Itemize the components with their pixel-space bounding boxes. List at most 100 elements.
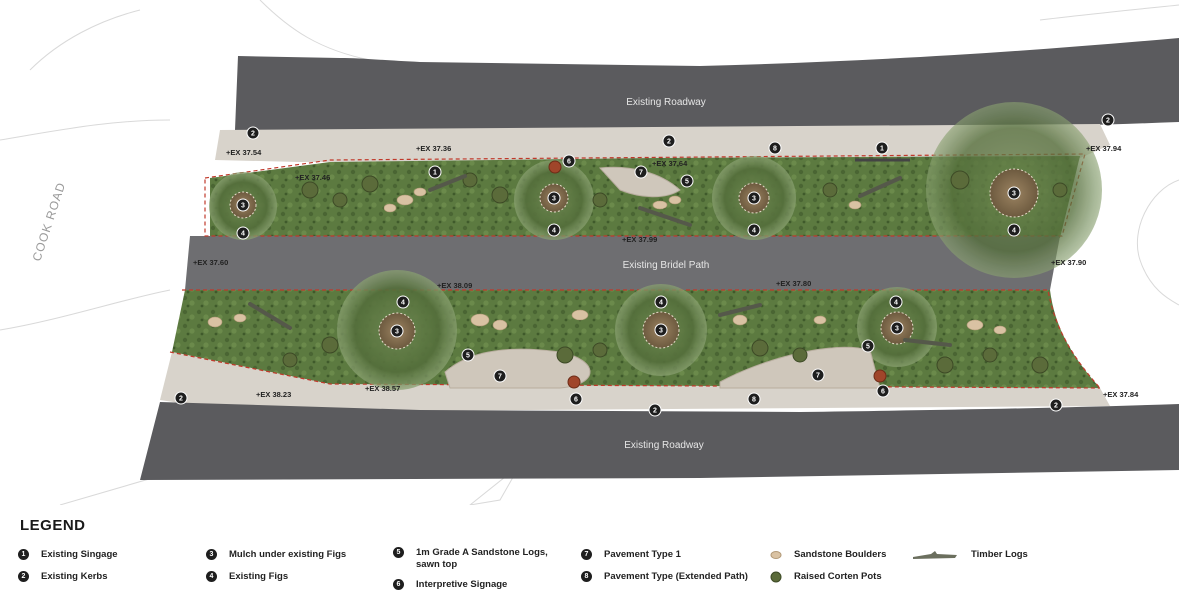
callout-6: 6 xyxy=(569,392,583,406)
svg-text:2: 2 xyxy=(1106,118,1110,125)
context-linework xyxy=(0,0,1179,505)
legend-number: 4 xyxy=(206,571,217,582)
svg-text:4: 4 xyxy=(659,300,663,307)
svg-text:3: 3 xyxy=(752,196,756,203)
callout-4: 4 xyxy=(547,223,561,237)
timber-log-swatch xyxy=(913,551,957,559)
raised-corten-pots xyxy=(282,170,1068,374)
svg-text:2: 2 xyxy=(667,139,671,146)
callout-6: 6 xyxy=(562,154,576,168)
callout-4: 4 xyxy=(1007,223,1021,237)
callout-7: 7 xyxy=(634,165,648,179)
svg-text:8: 8 xyxy=(752,397,756,404)
boundary-lines xyxy=(169,153,1101,389)
legend-title: LEGEND xyxy=(20,517,86,534)
svg-text:6: 6 xyxy=(881,389,885,396)
level-label: +EX 38.57 xyxy=(365,384,400,393)
svg-text:8: 8 xyxy=(773,146,777,153)
svg-text:3: 3 xyxy=(395,329,399,336)
svg-text:3: 3 xyxy=(895,326,899,333)
callout-7: 7 xyxy=(493,369,507,383)
callout-6: 6 xyxy=(876,384,890,398)
interpretive-signage-discs xyxy=(548,160,887,389)
callout-1: 1 xyxy=(428,165,442,179)
legend-item-2: 2 Existing Kerbs xyxy=(18,571,108,583)
callout-4: 4 xyxy=(747,223,761,237)
svg-text:2: 2 xyxy=(1054,403,1058,410)
label-roadway-top: Existing Roadway xyxy=(626,97,705,108)
legend-number: 8 xyxy=(581,571,592,582)
legend-number: 2 xyxy=(18,571,29,582)
legend: LEGEND 1 Existing Singage 2 Existing Kerbs… xyxy=(0,505,1179,594)
svg-text:6: 6 xyxy=(574,397,578,404)
sandstone-boulder-swatch xyxy=(770,551,782,559)
svg-text:4: 4 xyxy=(1012,228,1016,235)
callout-2: 2 xyxy=(174,391,188,405)
level-label: +EX 37.84 xyxy=(1103,390,1139,399)
callout-7: 7 xyxy=(811,368,825,382)
legend-item-6: 6 Interpretive Signage xyxy=(393,579,507,591)
legend-number: 6 xyxy=(393,579,404,590)
legend-label: Sandstone Boulders xyxy=(794,549,887,560)
legend-label: Existing Figs xyxy=(229,571,289,582)
callout-8: 8 xyxy=(747,392,761,406)
level-label: +EX 37.99 xyxy=(622,235,657,244)
svg-text:4: 4 xyxy=(241,231,245,238)
level-label: +EX 37.90 xyxy=(1051,258,1086,267)
callout-2: 2 xyxy=(1049,398,1063,412)
legend-label: Timber Logs xyxy=(971,549,1028,560)
spot-levels: +EX 37.54 +EX 37.36 +EX 37.64 +EX 37.94 … xyxy=(193,144,1139,399)
legend-number: 1 xyxy=(18,549,29,560)
label-roadway-bottom: Existing Roadway xyxy=(624,440,703,451)
callout-3: 3 xyxy=(390,324,404,338)
svg-text:5: 5 xyxy=(685,179,689,186)
callout-3: 3 xyxy=(1007,186,1021,200)
callout-4: 4 xyxy=(396,295,410,309)
legend-label: Existing Kerbs xyxy=(41,571,108,582)
roadway-bottom xyxy=(140,402,1179,480)
legend-number: 5 xyxy=(393,547,404,558)
legend-label: Existing Singage xyxy=(41,549,118,560)
callout-4: 4 xyxy=(236,226,250,240)
svg-text:1: 1 xyxy=(433,170,437,177)
paving-bottom xyxy=(160,352,1110,412)
callout-5: 5 xyxy=(861,339,875,353)
level-label: +EX 37.36 xyxy=(416,144,451,153)
level-label: +EX 37.94 xyxy=(1086,144,1122,153)
legend-label: 1m Grade A Sandstone Logs, sawn top xyxy=(416,547,548,570)
legend-label: Interpretive Signage xyxy=(416,579,508,590)
svg-text:3: 3 xyxy=(659,328,663,335)
svg-text:3: 3 xyxy=(1012,191,1016,198)
legend-label: Raised Corten Pots xyxy=(794,571,882,582)
level-label: +EX 37.64 xyxy=(652,159,688,168)
svg-text:4: 4 xyxy=(894,300,898,307)
svg-text:3: 3 xyxy=(241,203,245,210)
svg-text:4: 4 xyxy=(552,228,556,235)
legend-label: Pavement Type 1 xyxy=(604,549,681,560)
level-label: +EX 37.46 xyxy=(295,173,330,182)
callout-2: 2 xyxy=(1101,113,1115,127)
callout-5: 5 xyxy=(680,174,694,188)
legend-item-1: 1 Existing Singage xyxy=(18,549,118,561)
callout-2: 2 xyxy=(648,403,662,417)
paved-nodes xyxy=(444,166,881,389)
level-label: +EX 37.80 xyxy=(776,279,811,288)
svg-text:7: 7 xyxy=(816,373,820,380)
level-label: +EX 37.54 xyxy=(226,148,262,157)
svg-text:3: 3 xyxy=(552,196,556,203)
legend-label: Pavement Type (Extended Path) xyxy=(604,571,748,582)
callout-3: 3 xyxy=(547,191,561,205)
callout-3: 3 xyxy=(747,191,761,205)
roadway-top xyxy=(235,38,1179,130)
level-label: +EX 38.09 xyxy=(437,281,472,290)
callout-4: 4 xyxy=(654,295,668,309)
svg-text:2: 2 xyxy=(251,131,255,138)
svg-text:2: 2 xyxy=(179,396,183,403)
svg-text:1: 1 xyxy=(880,146,884,153)
label-bridle-path: Existing Bridel Path xyxy=(623,260,710,271)
svg-text:4: 4 xyxy=(752,228,756,235)
callout-8: 8 xyxy=(768,141,782,155)
